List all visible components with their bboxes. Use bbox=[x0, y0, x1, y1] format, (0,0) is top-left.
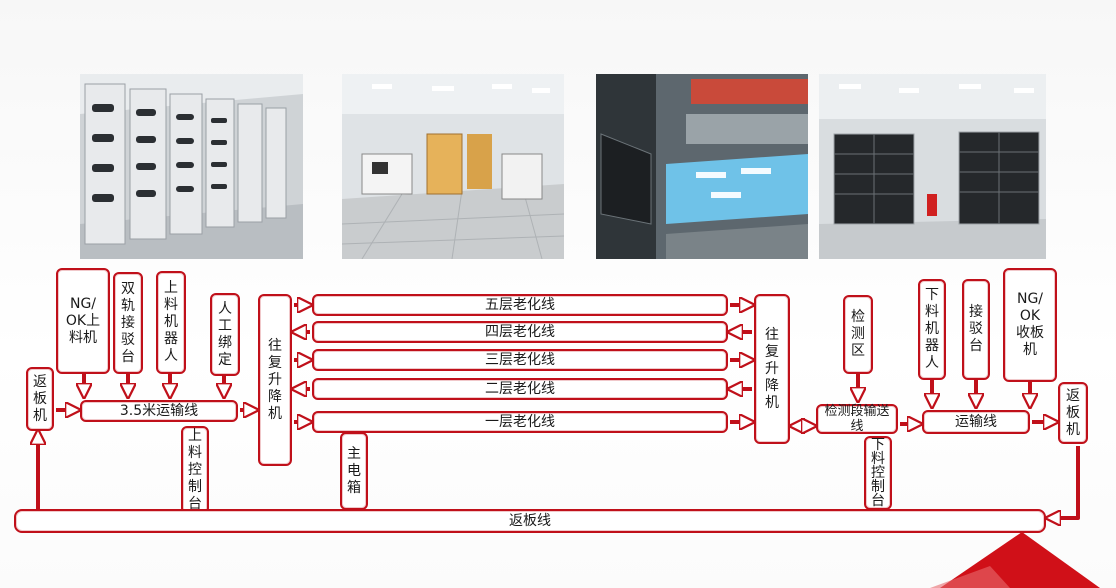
aging-line-1: 一层老化线 bbox=[312, 411, 728, 433]
dual-rail-docking-table: 双轨接驳台 bbox=[113, 272, 143, 374]
ng-ok-load-machine: NG/OK上料机 bbox=[56, 268, 110, 374]
reciprocating-lift-right: 往复升降机 bbox=[754, 294, 790, 444]
corner-decoration bbox=[930, 532, 1100, 588]
main-electric-box: 主电箱 bbox=[340, 432, 368, 510]
inspection-area: 检测区 bbox=[843, 295, 873, 374]
unloading-console: 下料控制台 bbox=[864, 436, 892, 510]
return-board-machine-right: 返板机 bbox=[1058, 382, 1088, 444]
return-board-machine-left: 返板机 bbox=[26, 367, 54, 431]
loading-robot: 上料机器人 bbox=[156, 271, 186, 374]
aging-line-4: 四层老化线 bbox=[312, 321, 728, 343]
unloading-robot: 下料机器人 bbox=[918, 279, 946, 380]
aging-line-3: 三层老化线 bbox=[312, 349, 728, 371]
reciprocating-lift-left: 往复升降机 bbox=[258, 294, 292, 466]
inspection-conveyor-line: 检测段输送线 bbox=[816, 404, 898, 434]
lab-floor-photo bbox=[342, 74, 564, 259]
ng-ok-collect-machine: NG/OK收板机 bbox=[1003, 268, 1057, 382]
cleanroom-racks-photo bbox=[819, 74, 1046, 259]
loading-console: 上料控制台 bbox=[181, 426, 209, 514]
internal-conveyor-photo bbox=[596, 74, 808, 259]
manual-binding: 人工绑定 bbox=[210, 293, 240, 376]
aging-cabinet-photo bbox=[80, 74, 303, 259]
aging-line-2: 二层老化线 bbox=[312, 378, 728, 400]
docking-table: 接驳台 bbox=[962, 279, 990, 380]
aging-line-5: 五层老化线 bbox=[312, 294, 728, 316]
conveyor-3-5m: 3.5米运输线 bbox=[80, 400, 238, 422]
return-board-line: 返板线 bbox=[14, 509, 1046, 533]
conveyor-right: 运输线 bbox=[922, 410, 1030, 434]
